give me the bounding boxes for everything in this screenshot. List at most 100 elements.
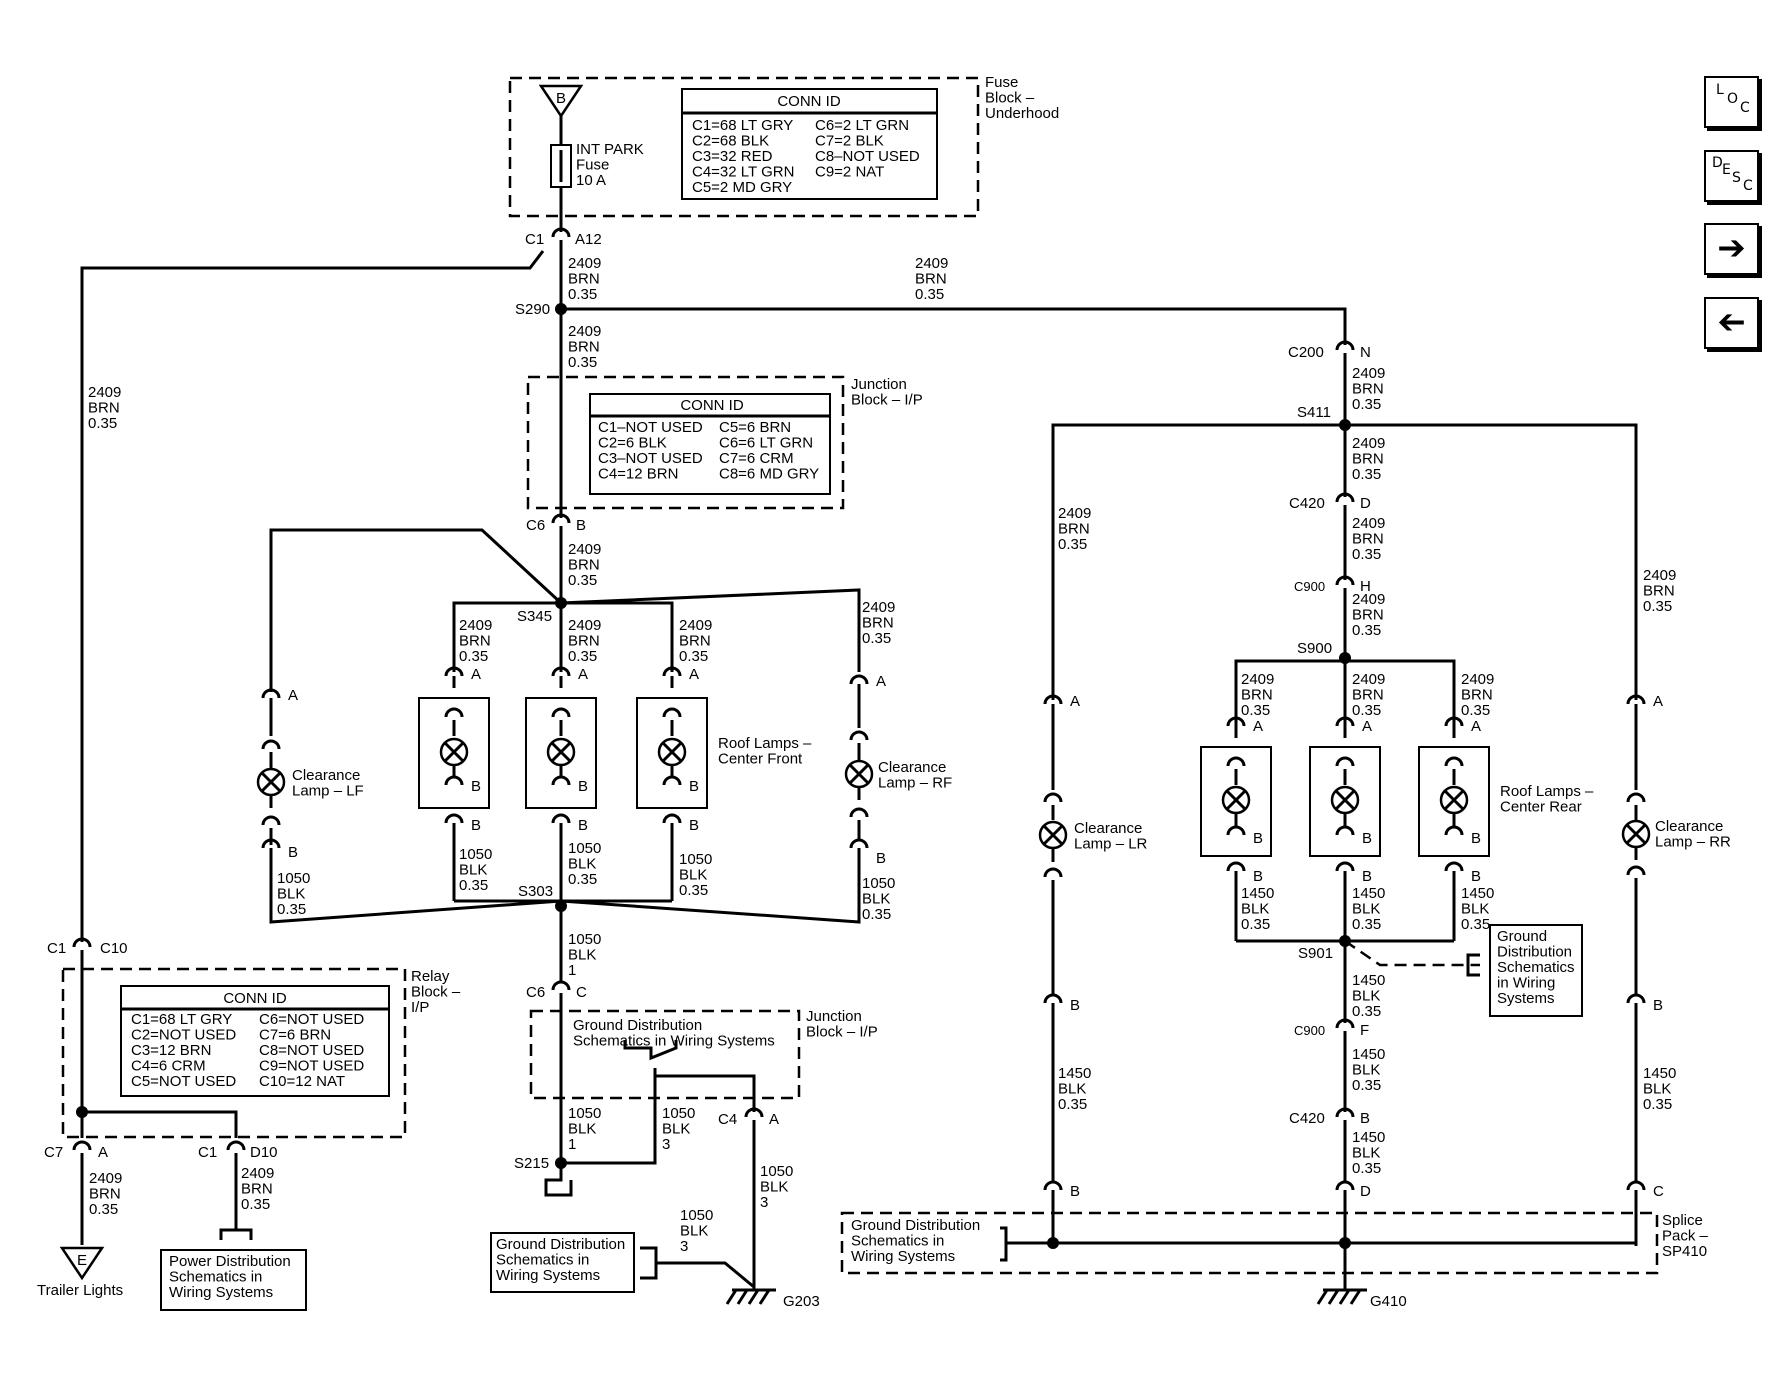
wire-label: BRN <box>1352 687 1384 704</box>
connector-c1-a12 <box>551 227 571 238</box>
wire-label: 0.35 <box>1643 598 1672 615</box>
connector-pin: A12 <box>575 231 602 248</box>
roof-lamp-icon <box>443 741 465 763</box>
splice-label: S303 <box>518 883 553 900</box>
pin-label: A <box>876 673 886 690</box>
lamp-socket <box>1444 825 1464 836</box>
power-dist-text: Power Distribution <box>169 1253 291 1270</box>
ground-label: G410 <box>1370 1293 1407 1310</box>
conn-id-entries: C6=NOT USED <box>259 1011 364 1028</box>
conn-id-entries: C7=6 CRM <box>719 450 794 467</box>
wire-label: BRN <box>89 1186 121 1203</box>
ground-g410-icon <box>1316 1289 1329 1305</box>
wire-label: BLK <box>1461 901 1489 918</box>
pin-label: B <box>471 817 481 834</box>
conn-id-entries: C8=NOT USED <box>259 1042 364 1059</box>
wire-label: BLK <box>1058 1081 1086 1098</box>
loc-letter-1: L <box>1716 82 1724 98</box>
wire-label: BLK <box>862 891 890 908</box>
lamp-socket <box>1626 865 1646 876</box>
wire-label: 2409 <box>1058 505 1091 522</box>
wire-label: 2409 <box>1352 515 1385 532</box>
desc-letter-4: C <box>1743 178 1753 194</box>
roof-lamp-pin-b <box>444 813 464 824</box>
prev-button[interactable]: ➔ <box>1704 297 1759 349</box>
conn-id-entries: C5=2 MD GRY <box>692 179 792 196</box>
splice-pack-title: SP410 <box>1662 1243 1707 1260</box>
ground-ref-leader <box>1344 939 1480 967</box>
pin-label: B <box>578 778 588 795</box>
pin-label: B <box>1070 1183 1080 1200</box>
wire-label: 2409 <box>862 599 895 616</box>
wire-label: BRN <box>1352 531 1384 548</box>
wire-label: 1450 <box>1241 885 1274 902</box>
wire-label: 3 <box>680 1238 688 1255</box>
roof-lamp-rear-pin-b <box>1335 861 1355 872</box>
ground-dist-ref-s215 <box>490 1232 635 1293</box>
connector-pin: N <box>1360 344 1371 361</box>
wire-layer <box>59 76 1659 1311</box>
wire-label: 0.35 <box>1461 702 1490 719</box>
lamp-label: Lamp – RR <box>1655 834 1731 851</box>
connector-c200-n <box>1335 340 1355 351</box>
pin-label: D <box>1360 1183 1371 1200</box>
wire-label: 1050 <box>760 1163 793 1180</box>
pin-label: A <box>1362 718 1372 735</box>
wire-label: 0.35 <box>862 906 891 923</box>
wire-label: 2409 <box>1352 435 1385 452</box>
pin-label: B <box>689 778 699 795</box>
connector-c4-a <box>744 1107 764 1118</box>
wire-label: BLK <box>459 862 487 879</box>
conn-id-entries: C3=32 RED <box>692 148 773 165</box>
roof-lamp-icon <box>661 741 683 763</box>
splice-dot <box>1339 1237 1351 1249</box>
connector-pin: F <box>1360 1022 1369 1039</box>
roof-lamp-pin-b <box>551 813 571 824</box>
ground-dist-ref-s901 <box>1489 924 1583 1017</box>
desc-letter-3: S <box>1732 170 1741 186</box>
pin-label: B <box>471 778 481 795</box>
loc-button[interactable]: L O C <box>1704 76 1759 128</box>
conn-id-title: CONN ID <box>680 397 744 414</box>
connector-pin: C10 <box>100 940 128 957</box>
conn-id-entries: C8–NOT USED <box>815 148 920 165</box>
conn-id-entries: C6=6 LT GRN <box>719 435 813 452</box>
wire-label: 3 <box>662 1136 670 1153</box>
splice-label: S290 <box>515 301 550 318</box>
pin-label: B <box>578 817 588 834</box>
lamp-socket <box>849 807 869 818</box>
loc-letter-3: C <box>1740 100 1750 116</box>
roof-lamp-pin-a <box>662 666 682 677</box>
wire-label: BRN <box>1352 607 1384 624</box>
lamp-socket <box>1226 756 1246 767</box>
connector-c420-d <box>1335 492 1355 503</box>
roof-lamp-pin-a <box>444 666 464 677</box>
clearance-lamp-lr-icon <box>1042 824 1064 846</box>
conn-id-entries: C4=32 LT GRN <box>692 164 794 181</box>
conn-id-entries: C7=6 BRN <box>259 1027 331 1044</box>
ground-ref-text: Schematics in <box>851 1233 944 1250</box>
conn-id-entries: C1=68 LT GRY <box>692 117 793 134</box>
roof-lamp-pin-a <box>551 666 571 677</box>
pin-label: B <box>876 850 886 867</box>
power-dist-text: Wiring Systems <box>169 1284 273 1301</box>
wire-label: 1050 <box>568 1105 601 1122</box>
next-button[interactable]: ➔ <box>1704 223 1759 275</box>
relay-block-ip <box>61 967 407 1139</box>
junction-block-title: Block – I/P <box>806 1024 878 1041</box>
fuse-label: INT PARK <box>576 141 644 158</box>
conn-id-entries: C9=NOT USED <box>259 1058 364 1075</box>
connector-pin: A <box>98 1144 108 1161</box>
wire-label: BRN <box>1352 381 1384 398</box>
arrow-left-icon: ➔ <box>1717 302 1746 342</box>
desc-button[interactable]: D E S C <box>1704 150 1759 202</box>
splice-label: S901 <box>1298 945 1333 962</box>
fuse-block-title: Block – <box>985 90 1035 107</box>
conn-id-entries: C2=NOT USED <box>131 1027 236 1044</box>
lamp-label: Center Front <box>718 751 803 768</box>
wire-label: 2409 <box>568 255 601 272</box>
conn-id-entries: C8=6 MD GRY <box>719 466 819 483</box>
wire-label: BLK <box>568 856 596 873</box>
wire-label: 0.35 <box>277 901 306 918</box>
wire-label: 0.35 <box>459 648 488 665</box>
